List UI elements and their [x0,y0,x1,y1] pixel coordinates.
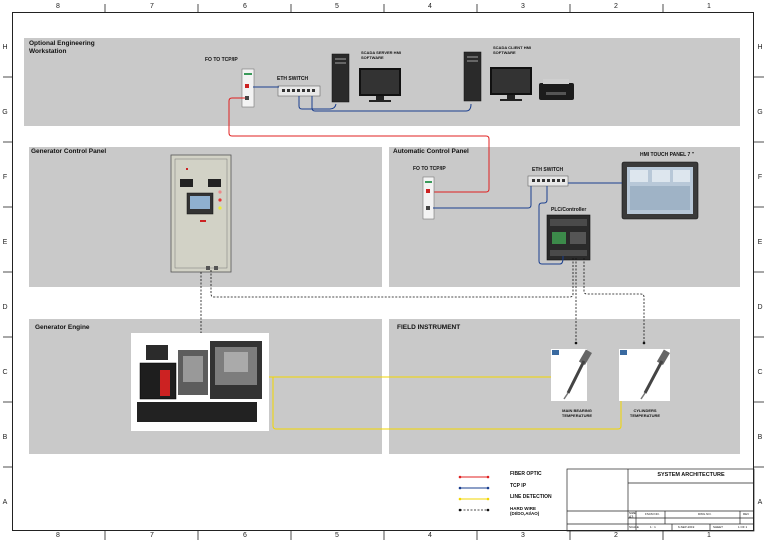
zone-label: 5 [335,3,339,10]
title-block-grid [566,468,755,532]
zone-label: A [757,499,763,506]
eth-switch-top [277,85,321,97]
zone-label: E [2,239,8,246]
eth-switch-acp-label: ETH SWITCH [532,167,564,173]
zone-label: 2 [614,532,618,539]
zone-label: 7 [150,3,154,10]
panel-title: Automatic Control Panel [393,148,469,155]
cylinders-sensor [619,349,670,401]
zone-label: 7 [150,532,154,539]
legend-lines [458,475,490,512]
zone-label: 8 [56,3,60,10]
zone-label: E [757,239,763,246]
legend-label-tcp: TCP IP [510,483,527,489]
title-block-sheet-value: 1 OF 1 [738,525,748,529]
plc-controller-label: PLC/Controller [551,207,587,213]
zone-label: 3 [521,532,525,539]
zone-label: D [2,304,8,311]
frame-ticks [3,4,764,540]
zone-label: F [757,174,763,181]
hmi-touch-panel-label: HMI TOUCH PANEL 7 " [640,152,695,158]
zone-label: 1 [707,3,711,10]
scada-client-label: SCADA CLIENT HMI SOFTWARE [493,45,532,55]
plc-controller [546,214,591,261]
eth-switch-acp [527,175,569,187]
zone-label: 4 [428,532,432,539]
legend-label-line-detection: LINE DETECTION [510,494,552,500]
legend-label-hard-wire: HARD WIRE (DI/DO,AI/AO) [510,506,540,516]
hmi-touch-panel [621,161,699,220]
fo-converter-acp-label: FO TO TCP/IP [413,166,446,172]
zone-label: H [2,44,8,51]
cylinders-sensor-label: CYLINDERS TEMPERATURE [629,408,661,418]
fo-converter-top-label: FO TO TCP/IP [205,57,238,63]
fo-converter-top [241,68,255,108]
zone-label: B [757,434,763,441]
zone-label: F [2,174,8,181]
generator-engine-image [131,333,269,431]
title-block-scale-label: SCALE [629,525,639,529]
title-block-dwg: DWG NO. [698,512,712,516]
zone-label: 1 [707,532,711,539]
zone-label: A [2,499,8,506]
zone-label: G [2,109,8,116]
panel-title: Optional Engineering Workstation [29,40,95,55]
zone-label: D [757,304,763,311]
drawing-title: SYSTEM ARCHITECTURE [657,472,725,478]
main-bearing-sensor [551,349,592,401]
zone-label: 3 [521,3,525,10]
title-block-sheet-label: SHEET [713,525,724,529]
zone-label: 2 [614,3,618,10]
title-block-date: 6-SEP-2019 [678,525,695,529]
zone-label: 8 [56,532,60,539]
panel-title: FIELD INSTRUMENT [397,324,461,331]
eth-switch-top-label: ETH SWITCH [277,76,309,82]
panel-title: Generator Engine [35,324,90,331]
main-bearing-sensor-label: MAIN BEARING TEMPERATURE [561,408,593,418]
zone-label: 6 [243,3,247,10]
fo-converter-acp [422,176,435,220]
zone-label: C [757,369,763,376]
zone-label: 5 [335,532,339,539]
zone-label: H [757,44,763,51]
title-block-scale-value: 1 : 1 [650,525,656,529]
line-detection-links [267,376,630,430]
generator-control-cabinet [170,154,232,273]
zone-label: C [2,369,8,376]
zone-label: B [2,434,8,441]
scada-client-pc [463,51,532,102]
panel-title: Generator Control Panel [31,148,107,155]
title-block-fscm: FSCM NO. [645,512,660,516]
legend-label-fiber: FIBER OPTIC [510,471,542,477]
zone-label: 4 [428,3,432,10]
scada-server-label: SCADA SERVER HMI SOFTWARE [361,50,402,60]
hard-wire-links [200,257,645,343]
title-block-size-label: SIZE [629,511,636,515]
zone-label: 6 [243,532,247,539]
zone-label: G [757,109,763,116]
title-block-size-value: A3 [629,515,634,519]
printer [539,79,574,100]
drawing-frame [12,12,754,531]
scada-server-pc [331,53,401,103]
title-block-rev: REV [743,512,750,516]
